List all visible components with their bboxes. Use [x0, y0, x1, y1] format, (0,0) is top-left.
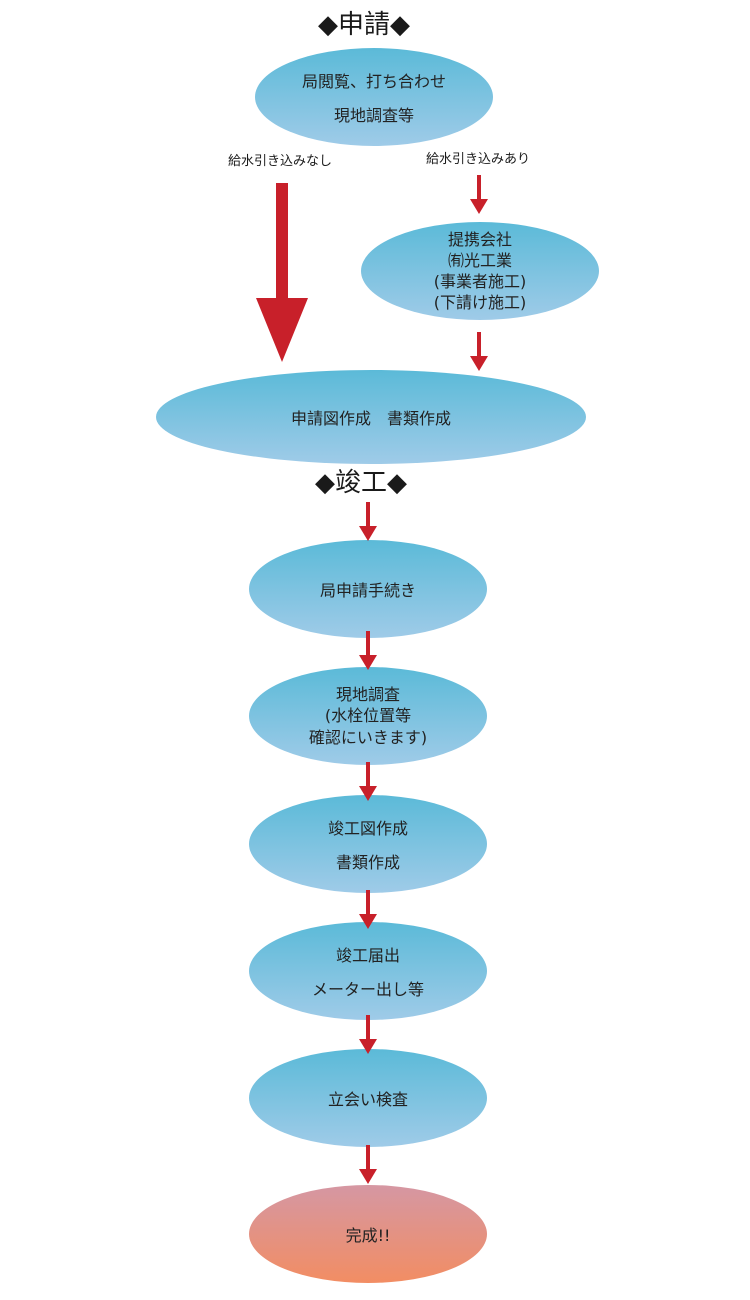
node-consultation-line-2: 現地調査等 — [333, 106, 414, 125]
arrow-large-no-intake — [256, 183, 308, 362]
node-complete: 完成!! — [249, 1185, 487, 1283]
node-partner-company: 提携会社 ㈲光工業 (事業者施工) (下請け施工) — [361, 222, 599, 320]
node-complete-line-1: 完成!! — [345, 1226, 391, 1245]
node-application-drawing-line-1: 申請図作成 書類作成 — [290, 409, 451, 428]
arrow-heading-to-bureau — [359, 502, 377, 541]
node-site-survey-line-1: 現地調査 — [335, 685, 400, 705]
node-site-survey: 現地調査 (水栓位置等 確認にいきます) — [249, 667, 487, 765]
branch-label-no-intake: 給水引き込みなし — [228, 154, 333, 169]
node-bureau-procedure: 局申請手続き — [249, 540, 487, 638]
node-application-drawing: 申請図作成 書類作成 — [156, 370, 586, 464]
arrow-partner-to-drawing — [470, 332, 488, 371]
node-inspection-line-1: 立会い検査 — [327, 1090, 408, 1109]
node-completion-drawing-line-2: 書類作成 — [335, 853, 400, 872]
node-inspection: 立会い検査 — [249, 1049, 487, 1147]
node-site-survey-line-2: (水栓位置等 — [324, 706, 412, 726]
node-bureau-procedure-line-1: 局申請手続き — [319, 581, 416, 600]
node-completion-report-line-2: メーター出し等 — [311, 980, 424, 999]
node-partner-line-2: ㈲光工業 — [447, 250, 512, 270]
node-completion-drawing: 竣工図作成 書類作成 — [249, 795, 487, 893]
node-completion-report-line-1: 竣工届出 — [335, 946, 400, 965]
node-completion-report: 竣工届出 メーター出し等 — [249, 922, 487, 1020]
branch-label-with-intake: 給水引き込みあり — [426, 152, 531, 167]
heading-completion: ◆竣工◆ — [315, 468, 407, 498]
node-consultation: 局閲覧、打ち合わせ 現地調査等 — [255, 48, 493, 146]
node-partner-line-4: (下請け施工) — [433, 293, 527, 313]
node-completion-drawing-line-1: 竣工図作成 — [327, 819, 408, 838]
node-partner-line-3: (事業者施工) — [433, 272, 527, 291]
arrow-inspection-to-complete — [359, 1145, 377, 1184]
node-site-survey-line-3: 確認にいきます) — [308, 727, 428, 747]
heading-application: ◆申請◆ — [318, 10, 410, 40]
node-consultation-line-1: 局閲覧、打ち合わせ — [301, 72, 446, 91]
node-partner-line-1: 提携会社 — [447, 229, 512, 249]
arrow-to-partner — [470, 175, 488, 214]
